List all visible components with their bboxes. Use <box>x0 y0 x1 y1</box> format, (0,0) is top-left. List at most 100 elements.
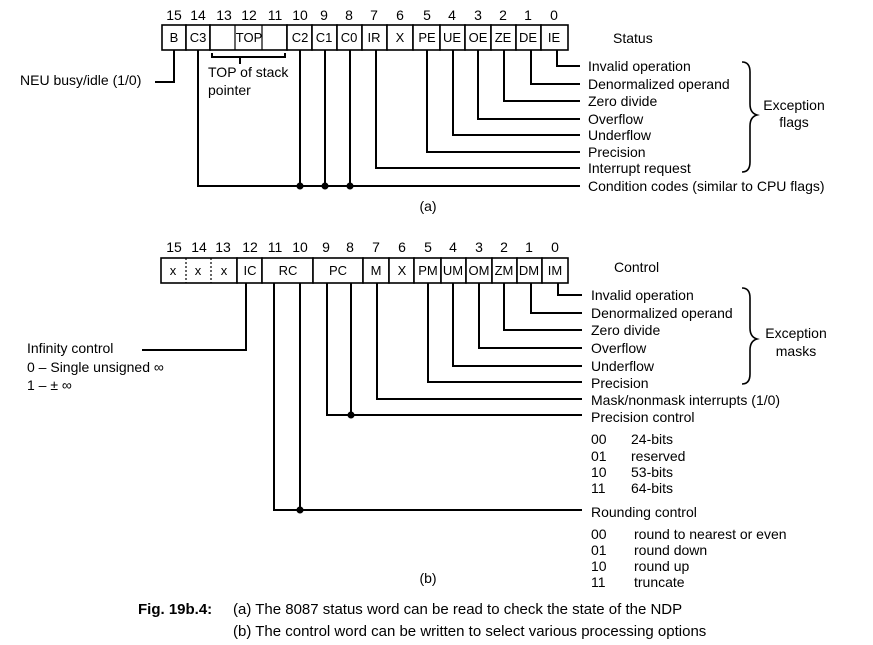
flag-label: Zero divide <box>588 93 657 109</box>
pe-connector <box>426 50 580 153</box>
caption-a: (a) <box>419 198 436 214</box>
control-cell-x: X <box>398 263 407 278</box>
status-bit-number: 5 <box>423 7 431 23</box>
rounding-code: 11 <box>591 574 606 590</box>
m-connector <box>376 283 582 400</box>
control-cell-ic: IC <box>244 263 257 278</box>
status-cell-ue: UE <box>443 30 461 45</box>
dm-connector <box>530 283 582 314</box>
exception-masks-label: Exception <box>765 325 826 341</box>
control-bit-number: 2 <box>500 239 508 255</box>
status-bit-number: 6 <box>396 7 404 23</box>
status-bit-number: 10 <box>292 7 308 23</box>
control-bit-number: 14 <box>191 239 207 255</box>
flag-label: Overflow <box>588 111 644 127</box>
status-cell-x: X <box>396 30 405 45</box>
busy-connector <box>155 50 175 83</box>
exception-flags-label: Exception <box>763 97 824 113</box>
exception-flags-label: flags <box>779 114 809 130</box>
precision-text: 24-bits <box>631 431 673 447</box>
status-bit-number: 8 <box>345 7 353 23</box>
status-bit-number: 13 <box>216 7 232 23</box>
precision-text: 53-bits <box>631 464 673 480</box>
status-register-row <box>161 24 569 51</box>
control-cell-im: IM <box>548 263 562 278</box>
status-cell-oe: OE <box>469 30 488 45</box>
control-title: Control <box>614 259 659 275</box>
exception-masks-brace <box>741 287 760 385</box>
control-bit-number: 11 <box>268 239 283 255</box>
top-label: TOP of stack <box>208 64 289 80</box>
status-cell-c1: C1 <box>316 30 333 45</box>
figure-caption-prefix: Fig. 19b.4: <box>138 601 212 618</box>
ie-connector <box>556 50 580 67</box>
status-cell-ie: IE <box>548 30 561 45</box>
rounding-text: round to nearest or even <box>634 526 787 542</box>
status-bit-number: 2 <box>499 7 507 23</box>
precision-text: reserved <box>631 448 685 464</box>
junction-dot <box>296 182 304 190</box>
control-register-row <box>160 257 569 284</box>
status-cell-c3: C3 <box>190 30 207 45</box>
rounding-text: round up <box>634 558 689 574</box>
oe-connector <box>477 50 580 120</box>
condition-label: Condition codes (similar to CPU flags) <box>588 178 825 194</box>
busy-label: NEU busy/idle (1/0) <box>20 72 141 88</box>
precision-text: 64-bits <box>631 480 673 496</box>
rounding-control-label: Rounding control <box>591 504 697 520</box>
mask-label: Underflow <box>591 358 655 374</box>
precision-code: 00 <box>591 431 607 447</box>
control-cell-um: UM <box>443 263 463 278</box>
condition-connector <box>197 50 580 187</box>
exception-masks-label: masks <box>776 343 816 359</box>
status-bit-number: 7 <box>370 7 378 23</box>
precision-code: 11 <box>591 480 606 496</box>
exception-flags-brace <box>741 61 760 173</box>
figure-caption-line: (b) The control word can be written to s… <box>233 623 706 640</box>
ze-connector <box>503 50 580 102</box>
flag-label: Interrupt request <box>588 160 691 176</box>
control-bit-number: 4 <box>449 239 457 255</box>
status-bit-number: 0 <box>550 7 558 23</box>
status-bit-number: 11 <box>268 7 283 23</box>
status-bit-number: 12 <box>241 7 257 23</box>
control-bit-number: 0 <box>551 239 559 255</box>
flag-label: Precision <box>588 144 646 160</box>
status-title: Status <box>613 30 653 46</box>
control-cell-x: x <box>195 263 202 278</box>
status-bit-number: 1 <box>524 7 532 23</box>
status-cell-pe: PE <box>418 30 436 45</box>
rc-connector <box>273 283 582 511</box>
control-cell-x: x <box>221 263 228 278</box>
mask-label: Zero divide <box>591 322 660 338</box>
ic-connector <box>142 283 247 351</box>
status-bit-number: 14 <box>190 7 206 23</box>
ir-connector <box>375 50 580 169</box>
control-bit-number: 7 <box>372 239 380 255</box>
control-cell-pc: PC <box>329 263 347 278</box>
status-cell-c2: C2 <box>292 30 309 45</box>
control-cell-m: M <box>371 263 382 278</box>
flag-label: Denormalized operand <box>588 76 730 92</box>
control-cell-dm: DM <box>519 263 539 278</box>
de-connector <box>530 50 580 85</box>
status-word-diagram: 15 14 13 12 11 10 9 8 7 6 5 4 3 2 1 0 <box>20 7 825 214</box>
infinity-title: Infinity control <box>27 340 113 356</box>
junction-dot <box>347 411 355 419</box>
control-cell-om: OM <box>469 263 490 278</box>
flag-label: Underflow <box>588 127 652 143</box>
status-cell-b: B <box>170 30 179 45</box>
control-bit-number: 13 <box>215 239 231 255</box>
rounding-code: 00 <box>591 526 607 542</box>
figure-caption-line: (a) The 8087 status word can be read to … <box>233 601 682 618</box>
mask-label: Invalid operation <box>591 287 694 303</box>
ue-connector <box>452 50 580 136</box>
top-bracket <box>211 53 286 64</box>
control-cell-rc: RC <box>279 263 298 278</box>
precision-code: 01 <box>591 448 607 464</box>
control-bit-number: 9 <box>322 239 330 255</box>
caption-b: (b) <box>419 570 436 586</box>
mask-label: Overflow <box>591 340 647 356</box>
control-bit-number: 5 <box>424 239 432 255</box>
